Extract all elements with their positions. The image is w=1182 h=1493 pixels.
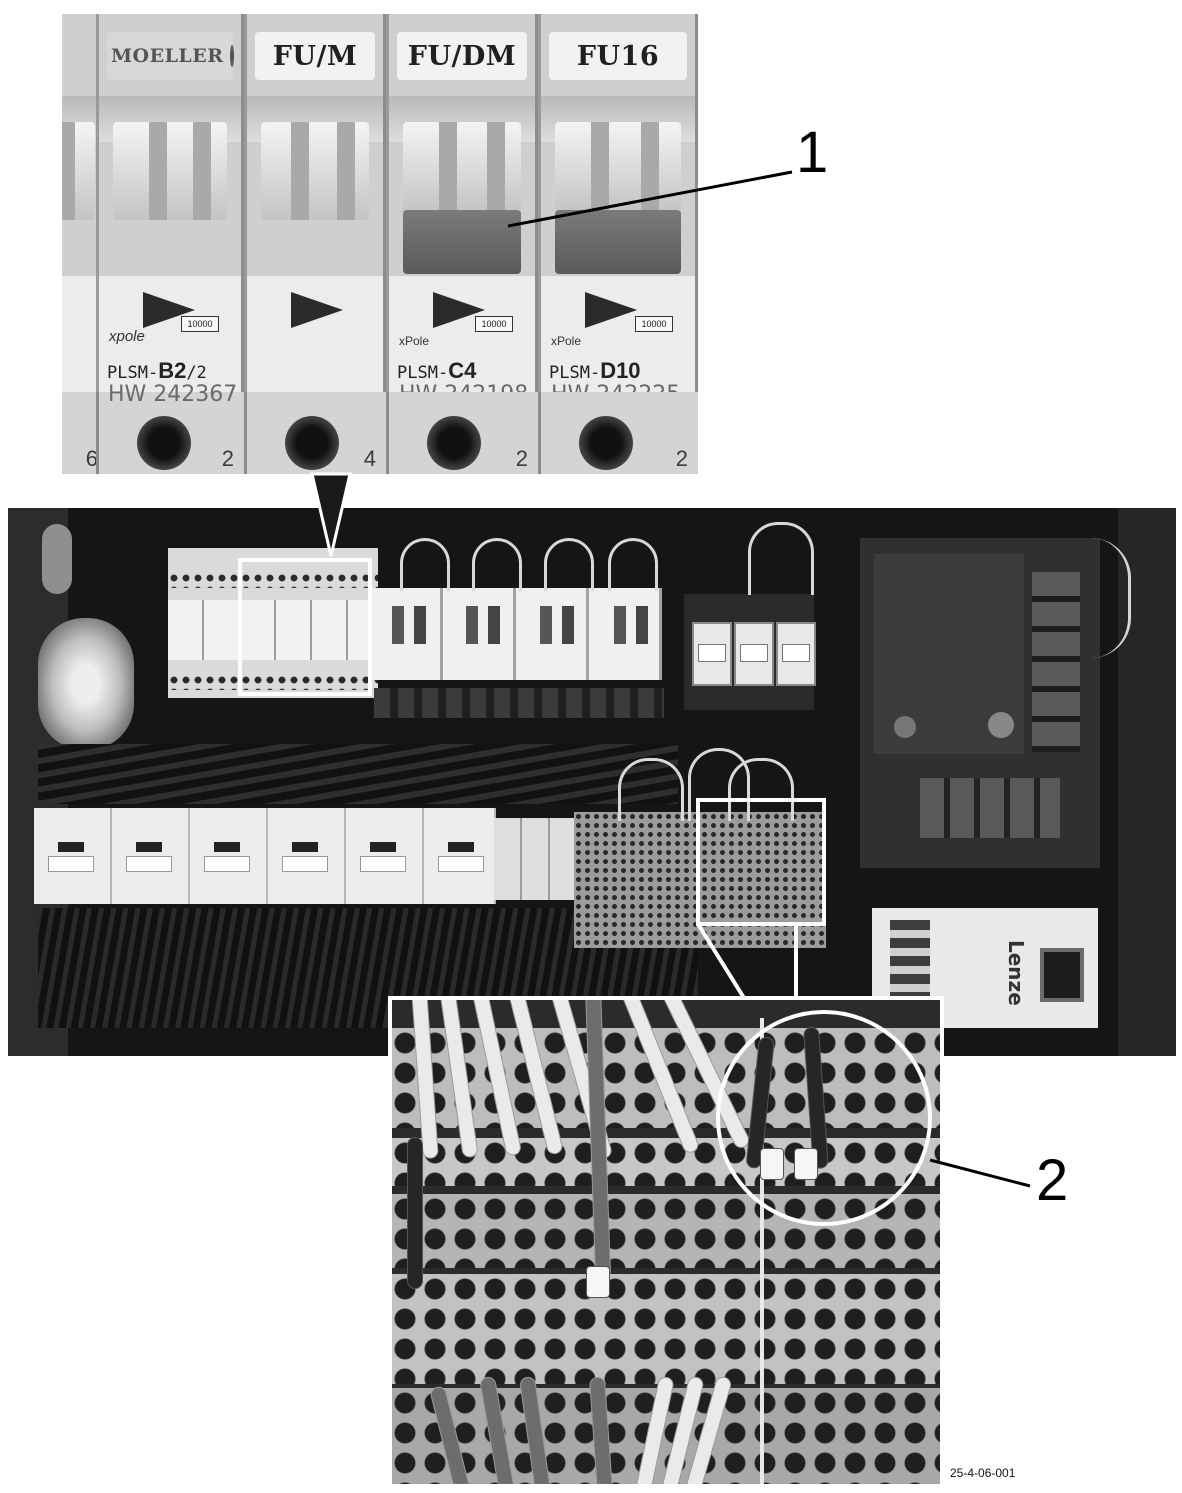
breaker-base-fu16: 2	[538, 392, 698, 474]
breaker-zoom-photo: 6 MOELLER 10000 xpole PLSM-B2/2 2 FU/M 4	[62, 14, 698, 474]
brand-text: MOELLER	[111, 45, 224, 67]
breaker-label: FU16	[549, 32, 687, 80]
contactor	[112, 808, 190, 904]
xpole-text: xpole	[109, 328, 145, 345]
callout-1: 1	[796, 120, 828, 185]
drive-brand: Lenze	[1004, 940, 1028, 1006]
wire-sleeve	[586, 1266, 610, 1298]
contactor	[424, 808, 496, 904]
contactor	[190, 808, 268, 904]
moeller-logo-icon	[229, 45, 234, 67]
wire-sleeve	[760, 1148, 784, 1180]
breaker-moeller: MOELLER 10000 xpole PLSM-B2/2	[96, 14, 244, 392]
terminal-screw	[285, 416, 339, 470]
breaker-base-fu-dm: 2	[386, 392, 538, 474]
cabinet-wall-right	[1118, 508, 1176, 1056]
breaker-base-partial: 6	[62, 392, 102, 474]
terminal-screw	[427, 416, 481, 470]
xpole-text: xPole	[399, 334, 430, 348]
terminal-zoom-photo	[390, 998, 942, 1486]
figure-code: 25-4-06-001	[950, 1466, 1016, 1480]
callout-line-2	[929, 1158, 1031, 1188]
breaker-group	[168, 548, 378, 698]
relay-base	[684, 594, 816, 710]
breaker-base-moeller: 2	[96, 392, 244, 474]
pcb-relays	[1032, 572, 1080, 752]
brand-label: MOELLER	[107, 32, 234, 80]
terminal-row	[390, 1194, 942, 1268]
contactor	[346, 808, 424, 904]
terminal-strip	[574, 812, 826, 948]
rating-badge: 10000	[475, 316, 513, 332]
terminal-number: 4	[363, 446, 376, 471]
terminal-number: 6	[85, 446, 98, 471]
breaker-base-fu-m: 4	[244, 392, 386, 474]
auxiliary-contacts	[494, 818, 578, 900]
breaker-model: PLSM-B2/2	[107, 358, 207, 383]
serial-stamp: HW 242367	[108, 382, 238, 407]
controller-board	[860, 538, 1100, 868]
wire-sleeve	[794, 1148, 818, 1180]
tripped-lever	[403, 210, 521, 274]
callout-2: 2	[1036, 1148, 1068, 1213]
breaker-model: PLSM-C4	[397, 358, 477, 383]
terminal-screw	[579, 416, 633, 470]
terminal-number: 2	[675, 446, 688, 471]
toroidal-transformer	[38, 618, 134, 750]
contactor	[268, 808, 346, 904]
tripped-lever	[555, 210, 681, 274]
trip-arrow-icon	[585, 292, 637, 328]
breaker-label: FU/M	[255, 32, 375, 80]
breaker-label: FU/DM	[397, 32, 527, 80]
trip-arrow-icon	[291, 292, 343, 328]
terminal-screw	[137, 416, 191, 470]
relay	[692, 622, 732, 686]
motor-protection-switches	[370, 588, 662, 680]
xpole-text: xPole	[551, 334, 582, 348]
rating-badge: 10000	[635, 316, 673, 332]
breaker-fu16: FU16 10000 xPole PLSM-D10 HW 242225	[538, 14, 698, 407]
relay	[776, 622, 816, 686]
wire	[408, 1138, 422, 1288]
breaker-fu-dm: FU/DM 10000 xPole PLSM-C4 HW 242198	[386, 14, 538, 407]
breaker-fu-m: FU/M	[244, 14, 386, 392]
contactor	[34, 808, 112, 904]
terminal-number: 2	[515, 446, 528, 471]
contactor-row	[34, 808, 496, 904]
breaker-model: PLSM-D10	[549, 358, 641, 383]
rating-badge: 10000	[181, 316, 219, 332]
terminal-number: 2	[221, 446, 234, 471]
relay	[734, 622, 774, 686]
cable-gland	[42, 524, 72, 594]
control-cabinet-photo: Lenze	[8, 508, 1176, 1056]
drive-display	[1040, 948, 1084, 1002]
breaker-partial	[62, 14, 102, 392]
terminal-row	[390, 1274, 942, 1384]
